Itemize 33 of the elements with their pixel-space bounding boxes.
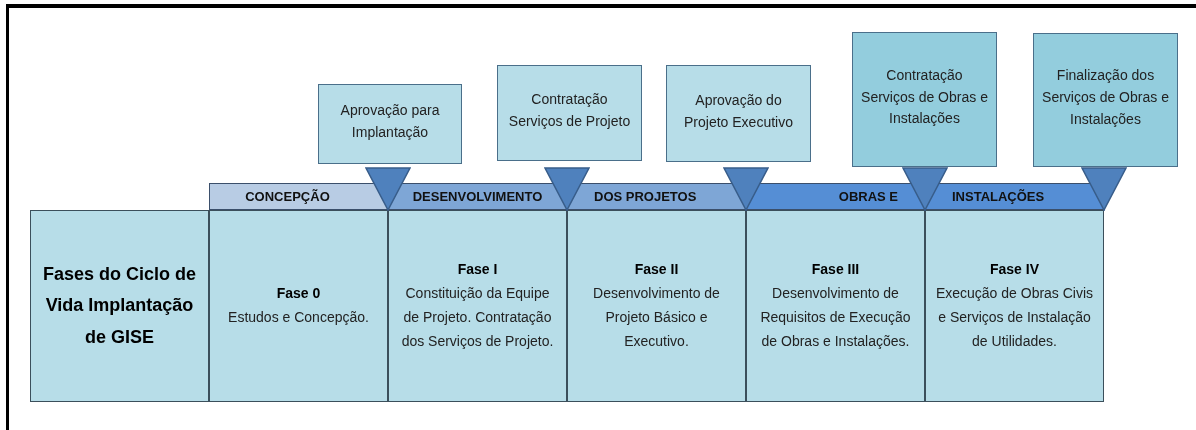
phase-description: Desenvolvimento de Requisitos de Execução de Obras e Instalações. bbox=[759, 284, 912, 351]
milestone-box bbox=[852, 32, 997, 167]
phase-description: Desenvolvimento de Projeto Básico e Executivo. bbox=[592, 284, 721, 351]
stage-label: DESENVOLVIMENTO bbox=[412, 187, 543, 206]
milestone-text: Contratação Serviços de Obras e Instalações bbox=[861, 65, 988, 129]
phase-cell bbox=[925, 210, 1104, 402]
title-text: Fases do Ciclo de Vida Implantação de GISE bbox=[41, 262, 197, 349]
milestone-text: Aprovação do Projeto Executivo bbox=[683, 90, 794, 132]
phase-cell bbox=[388, 210, 567, 402]
phase-description: Estudos e Concepção. bbox=[228, 308, 369, 327]
milestone-text: Aprovação para Implantação bbox=[339, 101, 441, 142]
phase-description: Constituição da Equipe de Projeto. Contratação dos Serviços de Projeto. bbox=[400, 284, 555, 351]
milestone-box bbox=[1033, 33, 1178, 167]
milestone-box bbox=[497, 65, 642, 161]
phase-title: Fase II bbox=[634, 260, 679, 280]
milestone-box bbox=[318, 84, 462, 164]
milestone-box bbox=[666, 65, 811, 162]
stage-label: INSTALAÇÕES bbox=[952, 187, 1045, 206]
title-cell bbox=[30, 210, 209, 402]
milestone-text: Contratação Serviços de Projeto bbox=[507, 90, 632, 131]
phase-cell bbox=[567, 210, 746, 402]
phase-title: Fase I bbox=[457, 260, 498, 280]
stage-label: CONCEPÇÃO bbox=[245, 187, 330, 206]
milestone-text: Finalização dos Serviços de Obras e Instalações bbox=[1042, 66, 1169, 129]
stage-band bbox=[209, 183, 365, 210]
phase-title: Fase IV bbox=[990, 260, 1039, 280]
phase-cell bbox=[209, 210, 388, 402]
phase-title: Fase III bbox=[811, 260, 860, 280]
stage-label: DOS PROJETOS bbox=[594, 187, 697, 206]
phase-cell bbox=[746, 210, 925, 402]
phase-title: Fase 0 bbox=[276, 284, 321, 304]
phase-description: Execução de Obras Civis e Serviços de Instalação de Utilidades. bbox=[934, 284, 1095, 351]
stage-label: OBRAS E bbox=[838, 187, 898, 206]
